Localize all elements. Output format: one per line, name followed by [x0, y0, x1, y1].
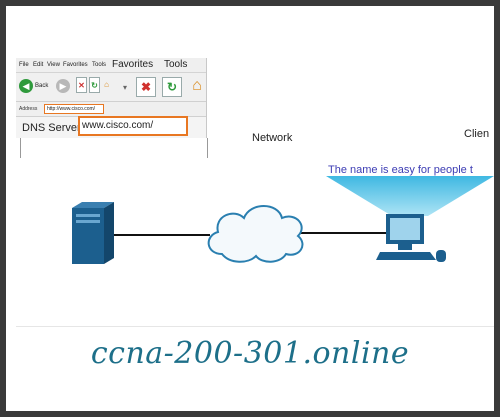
stop-icon-small[interactable]: ✕: [76, 77, 87, 93]
dns-box: [20, 138, 208, 158]
home-icon[interactable]: ⌂: [192, 77, 202, 94]
dns-area: DNS Server www.cisco.com/: [20, 116, 208, 158]
dns-server-label: DNS Server: [22, 122, 81, 134]
client-callout-beam: [326, 176, 494, 216]
menu-tools-large[interactable]: Tools: [164, 59, 188, 70]
callout-text: The name is easy for people t: [328, 164, 473, 176]
stop-icon[interactable]: ✖: [136, 77, 156, 97]
address-label: Address: [19, 106, 38, 112]
zoomed-url-box: www.cisco.com/: [78, 116, 188, 136]
network-label: Network: [252, 132, 293, 144]
menu-favorites-large[interactable]: Favorites: [112, 59, 154, 70]
cloud-client-link: [298, 232, 388, 234]
address-input[interactable]: http://www.cisco.com/: [44, 104, 104, 114]
toolbar: ◀ Back ▶ ✕ ↻ ⌂ ▾ ✖ ↻ ⌂: [16, 73, 206, 102]
slide-frame: File Edit View Favorites Tools Favorites…: [6, 6, 494, 411]
menu-tools[interactable]: Tools: [92, 62, 107, 68]
cloud-icon: [207, 205, 304, 263]
watermark: ccna-200-301.online: [90, 336, 410, 371]
refresh-icon[interactable]: ↻: [162, 77, 182, 97]
network-diagram: File Edit View Favorites Tools Favorites…: [16, 58, 494, 327]
computer-icon: [376, 214, 446, 262]
home-icon-small[interactable]: ⌂: [104, 79, 109, 89]
dropdown-icon[interactable]: ▾: [123, 83, 128, 92]
back-icon[interactable]: ◀: [19, 79, 33, 93]
refresh-icon-small[interactable]: ↻: [89, 77, 100, 93]
back-label[interactable]: Back: [35, 83, 49, 89]
menu-edit[interactable]: Edit: [33, 62, 44, 68]
menu-view[interactable]: View: [47, 62, 60, 68]
server-cloud-link: [112, 234, 210, 236]
client-label: Clien: [464, 128, 490, 140]
server-icon: [72, 202, 114, 264]
forward-icon[interactable]: ▶: [56, 79, 70, 93]
menu-file[interactable]: File: [19, 62, 29, 68]
menu-bar: File Edit View Favorites Tools Favorites…: [16, 58, 206, 73]
menu-favorites[interactable]: Favorites: [63, 62, 88, 68]
